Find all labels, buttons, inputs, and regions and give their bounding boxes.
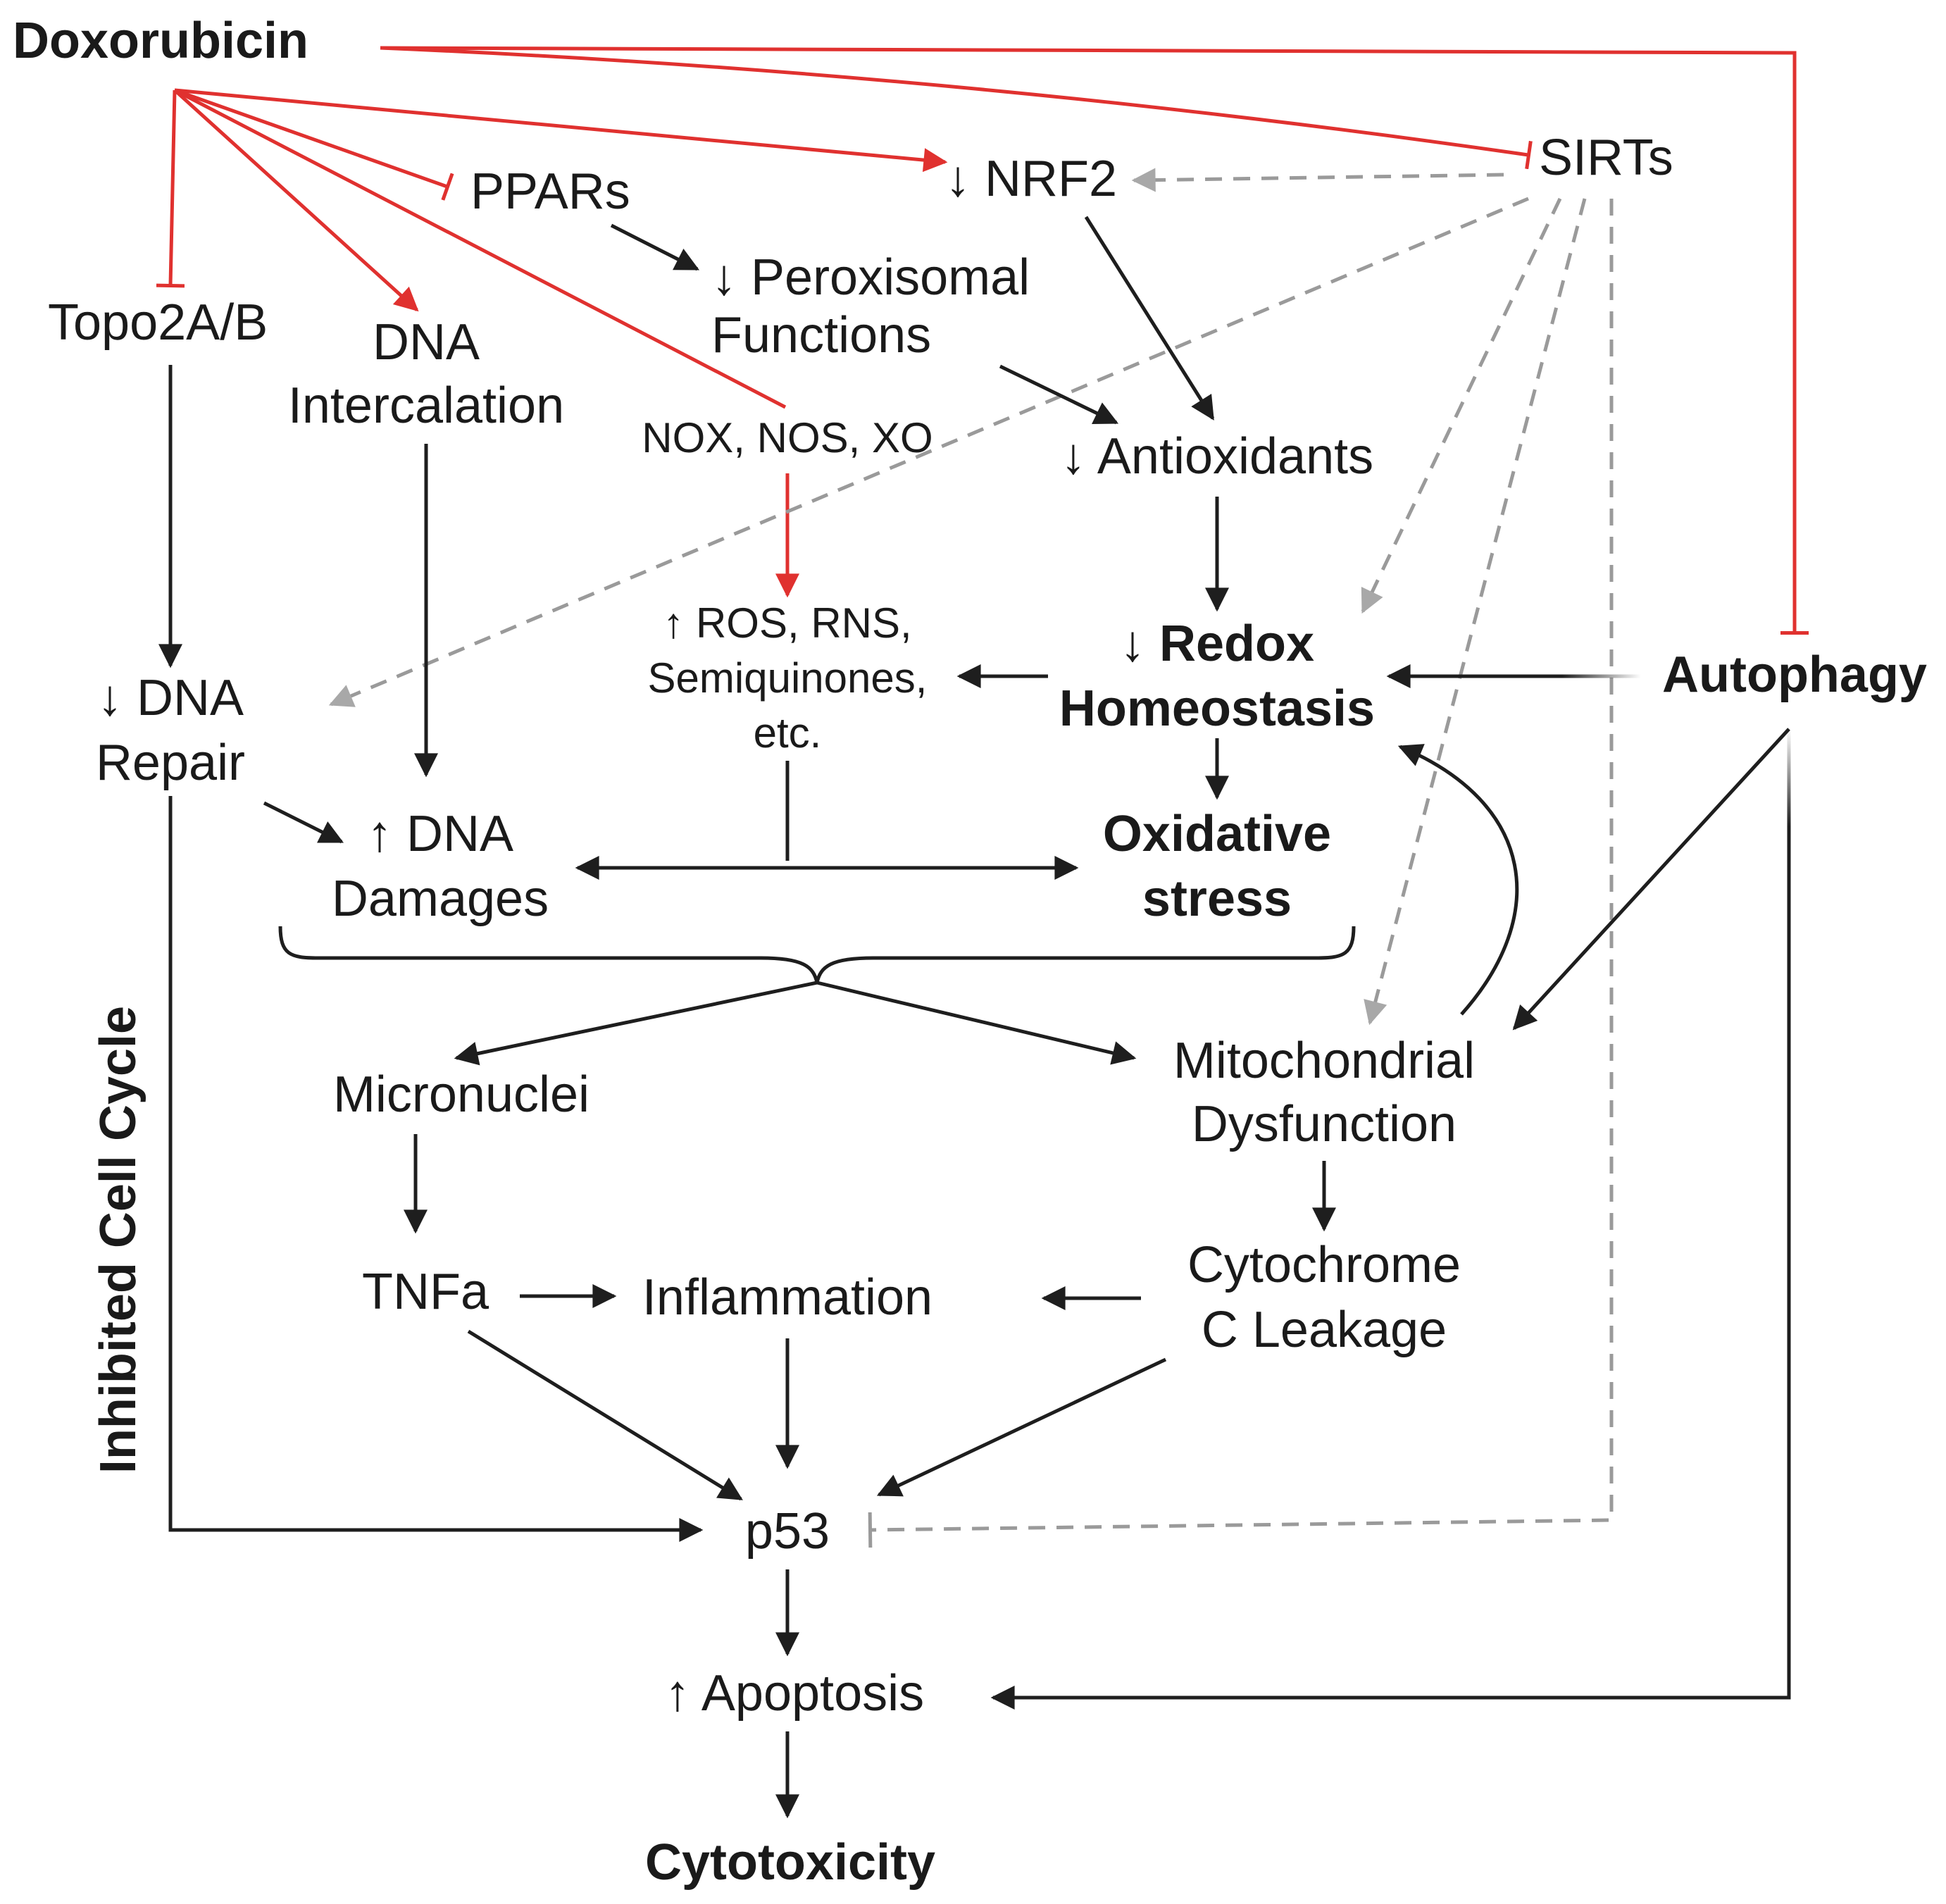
edge-repair-p53 bbox=[168, 796, 704, 1542]
label-line: SIRTs bbox=[1539, 130, 1673, 186]
label-line: Mitochondrial bbox=[1173, 1033, 1475, 1089]
sirts-edges bbox=[328, 168, 1614, 1548]
label-line: TNFa bbox=[362, 1264, 489, 1320]
label-line: Micronuclei bbox=[333, 1066, 590, 1123]
label-line: Autophagy bbox=[1662, 647, 1927, 703]
node-p53: p53 bbox=[745, 1503, 830, 1560]
edge-peroxisomal-antioxidants bbox=[999, 364, 1119, 425]
edge-dox-nrf2 bbox=[174, 88, 948, 173]
label-line: Inflammation bbox=[642, 1269, 933, 1326]
black-edges bbox=[158, 216, 1791, 1819]
label-line: PPARs bbox=[470, 163, 630, 220]
label-line: ↑ DNA bbox=[367, 806, 513, 862]
label-line: Topo2A/B bbox=[48, 294, 268, 351]
label-line: ↓ Redox bbox=[1120, 616, 1314, 672]
edge-autophagy-apoptosis bbox=[990, 729, 1791, 1710]
node-nrf2: ↓ NRF2 bbox=[945, 151, 1117, 207]
edge-nrf2-antioxidants bbox=[1084, 216, 1215, 421]
edge-autophagy-mito bbox=[1512, 728, 1790, 1031]
label-line: p53 bbox=[745, 1503, 830, 1560]
label-line: ↑ Apoptosis bbox=[665, 1665, 924, 1722]
node-oxidative-stress: Oxidative stress bbox=[1103, 806, 1331, 927]
node-cytochrome-c-leakage: Cytochrome C Leakage bbox=[1187, 1237, 1461, 1358]
node-ros: ↑ ROS, RNS, Semiquinones, etc. bbox=[648, 599, 928, 757]
curly-brace bbox=[278, 926, 1356, 983]
node-sirts: SIRTs bbox=[1539, 130, 1673, 186]
node-antioxidants: ↓ Antioxidants bbox=[1061, 428, 1373, 485]
label-line: Doxorubicin bbox=[13, 13, 308, 69]
edge-mito-redox bbox=[1397, 744, 1519, 1016]
edge-repair-damages bbox=[263, 801, 344, 844]
label-line: Cytotoxicity bbox=[645, 1834, 935, 1891]
edge-brace-micronuclei bbox=[454, 981, 818, 1066]
label-inhibited-cell-cycle: Inhibited Cell Cycle bbox=[90, 1006, 146, 1474]
node-inflammation: Inflammation bbox=[642, 1269, 933, 1326]
label-line: Oxidative bbox=[1103, 806, 1331, 862]
label-line: Dysfunction bbox=[1192, 1096, 1457, 1152]
label-line: etc. bbox=[754, 709, 822, 757]
edge-dox-autophagy bbox=[380, 46, 1809, 635]
edge-sirts-redox bbox=[1361, 197, 1562, 614]
edge-dox-dna-intercalation bbox=[173, 89, 419, 312]
edge-brace-mito bbox=[816, 981, 1137, 1065]
edge-dox-nox bbox=[173, 88, 787, 409]
node-doxorubicin: Doxorubicin bbox=[13, 13, 308, 69]
node-ppars: PPARs bbox=[470, 163, 630, 220]
label-line: ↓ NRF2 bbox=[945, 151, 1117, 207]
doxorubicin-edges bbox=[156, 46, 1809, 635]
edge-cytochrome-p53 bbox=[876, 1357, 1167, 1497]
edge-sirts-p53 bbox=[868, 199, 1614, 1548]
label-line: Homeostasis bbox=[1059, 680, 1375, 737]
label-line: NOX, NOS, XO bbox=[642, 414, 933, 461]
label-line: DNA bbox=[373, 314, 480, 371]
node-autophagy: Autophagy bbox=[1662, 647, 1927, 703]
label-line: ↓ DNA bbox=[97, 670, 244, 726]
node-labels: Doxorubicin SIRTs PPARs ↓ NRF2 Topo2A/B … bbox=[13, 13, 1927, 1891]
label-line: Repair bbox=[96, 735, 245, 791]
edge-dox-topo bbox=[156, 89, 185, 288]
edge-sirts-nrf2 bbox=[1131, 168, 1504, 192]
node-dna-intercalation: DNA Intercalation bbox=[288, 314, 564, 434]
label-line: Inhibited Cell Cycle bbox=[90, 1006, 146, 1474]
label-line: stress bbox=[1142, 871, 1292, 927]
label-line: ↓ Peroxisomal bbox=[711, 249, 1030, 306]
edge-sirts-mito bbox=[1364, 198, 1587, 1026]
node-tnfa: TNFa bbox=[362, 1264, 489, 1320]
label-line: Damages bbox=[332, 871, 549, 927]
node-apoptosis: ↑ Apoptosis bbox=[665, 1665, 924, 1722]
label-line: ↑ ROS, RNS, bbox=[663, 599, 911, 647]
edge-sirts-dna-repair bbox=[328, 197, 1529, 707]
label-line: Intercalation bbox=[288, 378, 564, 434]
node-nox: NOX, NOS, XO bbox=[642, 414, 933, 461]
label-line: ↓ Antioxidants bbox=[1061, 428, 1373, 485]
edge-ppars-peroxisomal bbox=[610, 223, 700, 271]
label-line: Functions bbox=[711, 307, 931, 363]
node-dna-damages: ↑ DNA Damages bbox=[332, 806, 549, 927]
label-line: C Leakage bbox=[1202, 1302, 1447, 1358]
edge-tnfa-p53 bbox=[467, 1329, 743, 1501]
edge-dox-sirts bbox=[380, 46, 1533, 170]
label-line: Semiquinones, bbox=[648, 654, 928, 702]
node-cytotoxicity: Cytotoxicity bbox=[645, 1834, 935, 1891]
node-micronuclei: Micronuclei bbox=[333, 1066, 590, 1123]
edge-dox-ppars bbox=[174, 88, 454, 201]
node-topo: Topo2A/B bbox=[48, 294, 268, 351]
label-line: Cytochrome bbox=[1187, 1237, 1461, 1293]
node-dna-repair: ↓ DNA Repair bbox=[96, 670, 245, 791]
